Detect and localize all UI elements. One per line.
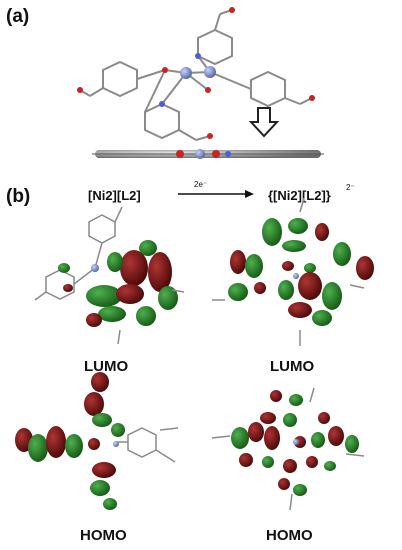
nickel-atom (180, 67, 192, 79)
molecule-top-view-atoms (77, 7, 315, 139)
left-homo-label: HOMO (80, 527, 127, 544)
oxygen-atom (212, 150, 220, 158)
left-lumo-label: LUMO (84, 358, 129, 375)
down-arrow-icon (248, 107, 280, 138)
right-lumo-label: LUMO (270, 358, 315, 375)
oxygen-atom (229, 7, 235, 13)
panel-b-label: (b) (6, 186, 31, 207)
orbital-left-lumo (34, 206, 185, 345)
oxygen-atom (309, 95, 315, 101)
nickel-atom (204, 66, 216, 78)
molecule-top-view (79, 9, 313, 141)
reaction-arrow (178, 190, 254, 198)
product-charge: 2⁻ (346, 183, 355, 192)
molecule-side-view (92, 149, 324, 159)
oxygen-atom (77, 87, 83, 93)
oxygen-atom (162, 67, 168, 73)
oxygen-atom (207, 133, 213, 139)
nickel-atom (195, 149, 205, 159)
orbital-right-lumo (212, 197, 374, 346)
electron-count: 2e⁻ (194, 180, 208, 189)
oxygen-atom (205, 87, 211, 93)
panel-a-label: (a) (6, 6, 30, 27)
oxygen-atom (176, 150, 184, 158)
product-text: {[Ni2][L2]} (268, 188, 331, 203)
left-lumo-skeleton (34, 206, 123, 301)
reactant-text: [Ni2][L2] (88, 188, 141, 203)
reactant-formula: [Ni2][L2] (88, 188, 141, 203)
nitrogen-atom (195, 53, 201, 59)
nitrogen-atom (225, 151, 231, 157)
orbital-left-homo (15, 372, 179, 510)
right-homo-label: HOMO (266, 527, 313, 544)
product-formula: {[Ni2][L2]} (268, 188, 331, 203)
nitrogen-atom (159, 101, 165, 107)
orbital-right-homo (211, 387, 365, 511)
